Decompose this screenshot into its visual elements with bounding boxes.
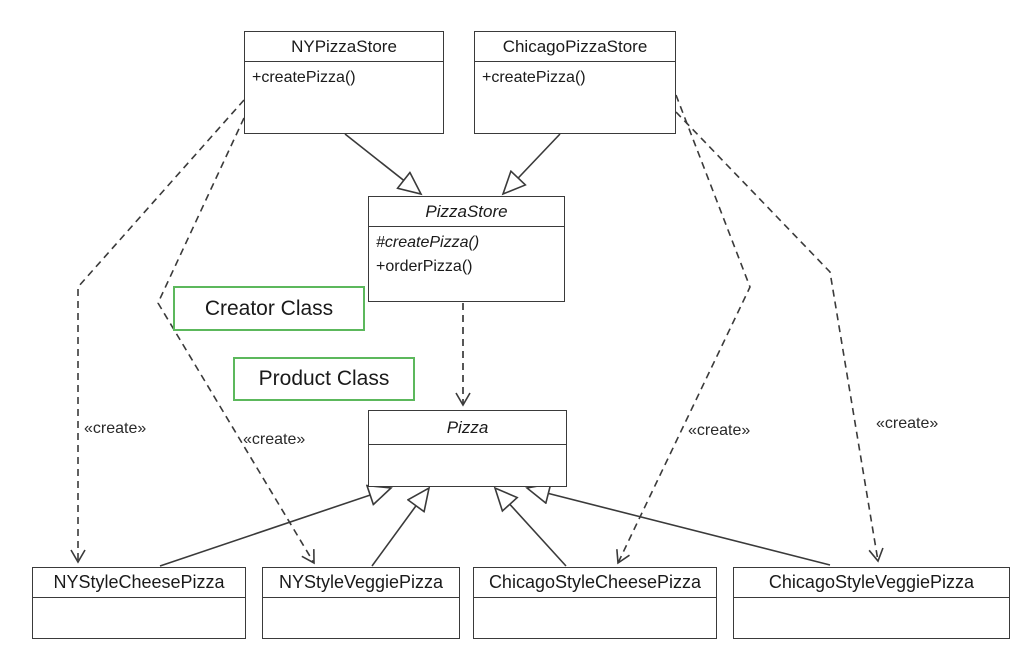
class-method: +createPizza(): [252, 69, 356, 86]
create-stereotype-label: «create»: [84, 420, 147, 437]
class-methods: [474, 598, 716, 638]
class-methods: [263, 598, 459, 638]
generalization-nystylecheesepizza-pizza: [159, 488, 391, 567]
create-dependency-chicago-veggie: [675, 111, 884, 563]
product-class-note: Product Class: [233, 357, 415, 401]
class-title: NYStyleCheesePizza: [33, 568, 245, 598]
class-method: +createPizza(): [482, 69, 586, 86]
class-title: ChicagoStyleVeggiePizza: [734, 568, 1009, 598]
class-box-pizzastore: PizzaStore #createPizza() +orderPizza(): [368, 196, 565, 302]
create-stereotype-label: «create»: [243, 431, 306, 448]
class-box-chicagostylecheesepizza: ChicagoStyleCheesePizza: [473, 567, 717, 639]
class-box-nypizzastore: NYPizzaStore +createPizza(): [244, 31, 444, 134]
class-box-nystylecheesepizza: NYStyleCheesePizza: [32, 567, 246, 639]
create-dependency-chicago-cheese: [616, 94, 751, 565]
class-methods: +createPizza(): [245, 62, 443, 133]
class-title: Pizza: [369, 411, 566, 445]
generalization-nypizzastore-pizzastore: [344, 133, 421, 194]
creator-class-note: Creator Class: [173, 286, 365, 331]
class-title: ChicagoStyleCheesePizza: [474, 568, 716, 598]
class-title: NYPizzaStore: [245, 32, 443, 62]
class-title: ChicagoPizzaStore: [475, 32, 675, 62]
generalization-nystyleveggiepizza-pizza: [371, 488, 429, 567]
class-methods: [734, 598, 1009, 638]
create-stereotype-label: «create»: [688, 422, 751, 439]
create-dependency-ny-cheese: [70, 99, 245, 564]
generalization-chicagostyleveggiepizza-pizza: [527, 488, 831, 566]
class-methods: [369, 445, 566, 486]
class-box-chicagostyleveggiepizza: ChicagoStyleVeggiePizza: [733, 567, 1010, 639]
class-methods: #createPizza() +orderPizza(): [369, 227, 564, 301]
class-box-nystyleveggiepizza: NYStyleVeggiePizza: [262, 567, 460, 639]
class-title: NYStyleVeggiePizza: [263, 568, 459, 598]
class-box-pizza: Pizza: [368, 410, 567, 487]
create-stereotype-label: «create»: [876, 415, 939, 432]
generalization-chicagopizzastore-pizzastore: [503, 133, 561, 194]
create-dependency-ny-veggie: [157, 117, 315, 565]
class-method: +orderPizza(): [376, 258, 473, 275]
class-box-chicagopizzastore: ChicagoPizzaStore +createPizza(): [474, 31, 676, 134]
class-title: PizzaStore: [369, 197, 564, 227]
generalization-chicagostylecheesepizza-pizza: [495, 488, 567, 567]
class-methods: [33, 598, 245, 638]
class-method: #createPizza(): [376, 234, 480, 251]
class-methods: +createPizza(): [475, 62, 675, 133]
